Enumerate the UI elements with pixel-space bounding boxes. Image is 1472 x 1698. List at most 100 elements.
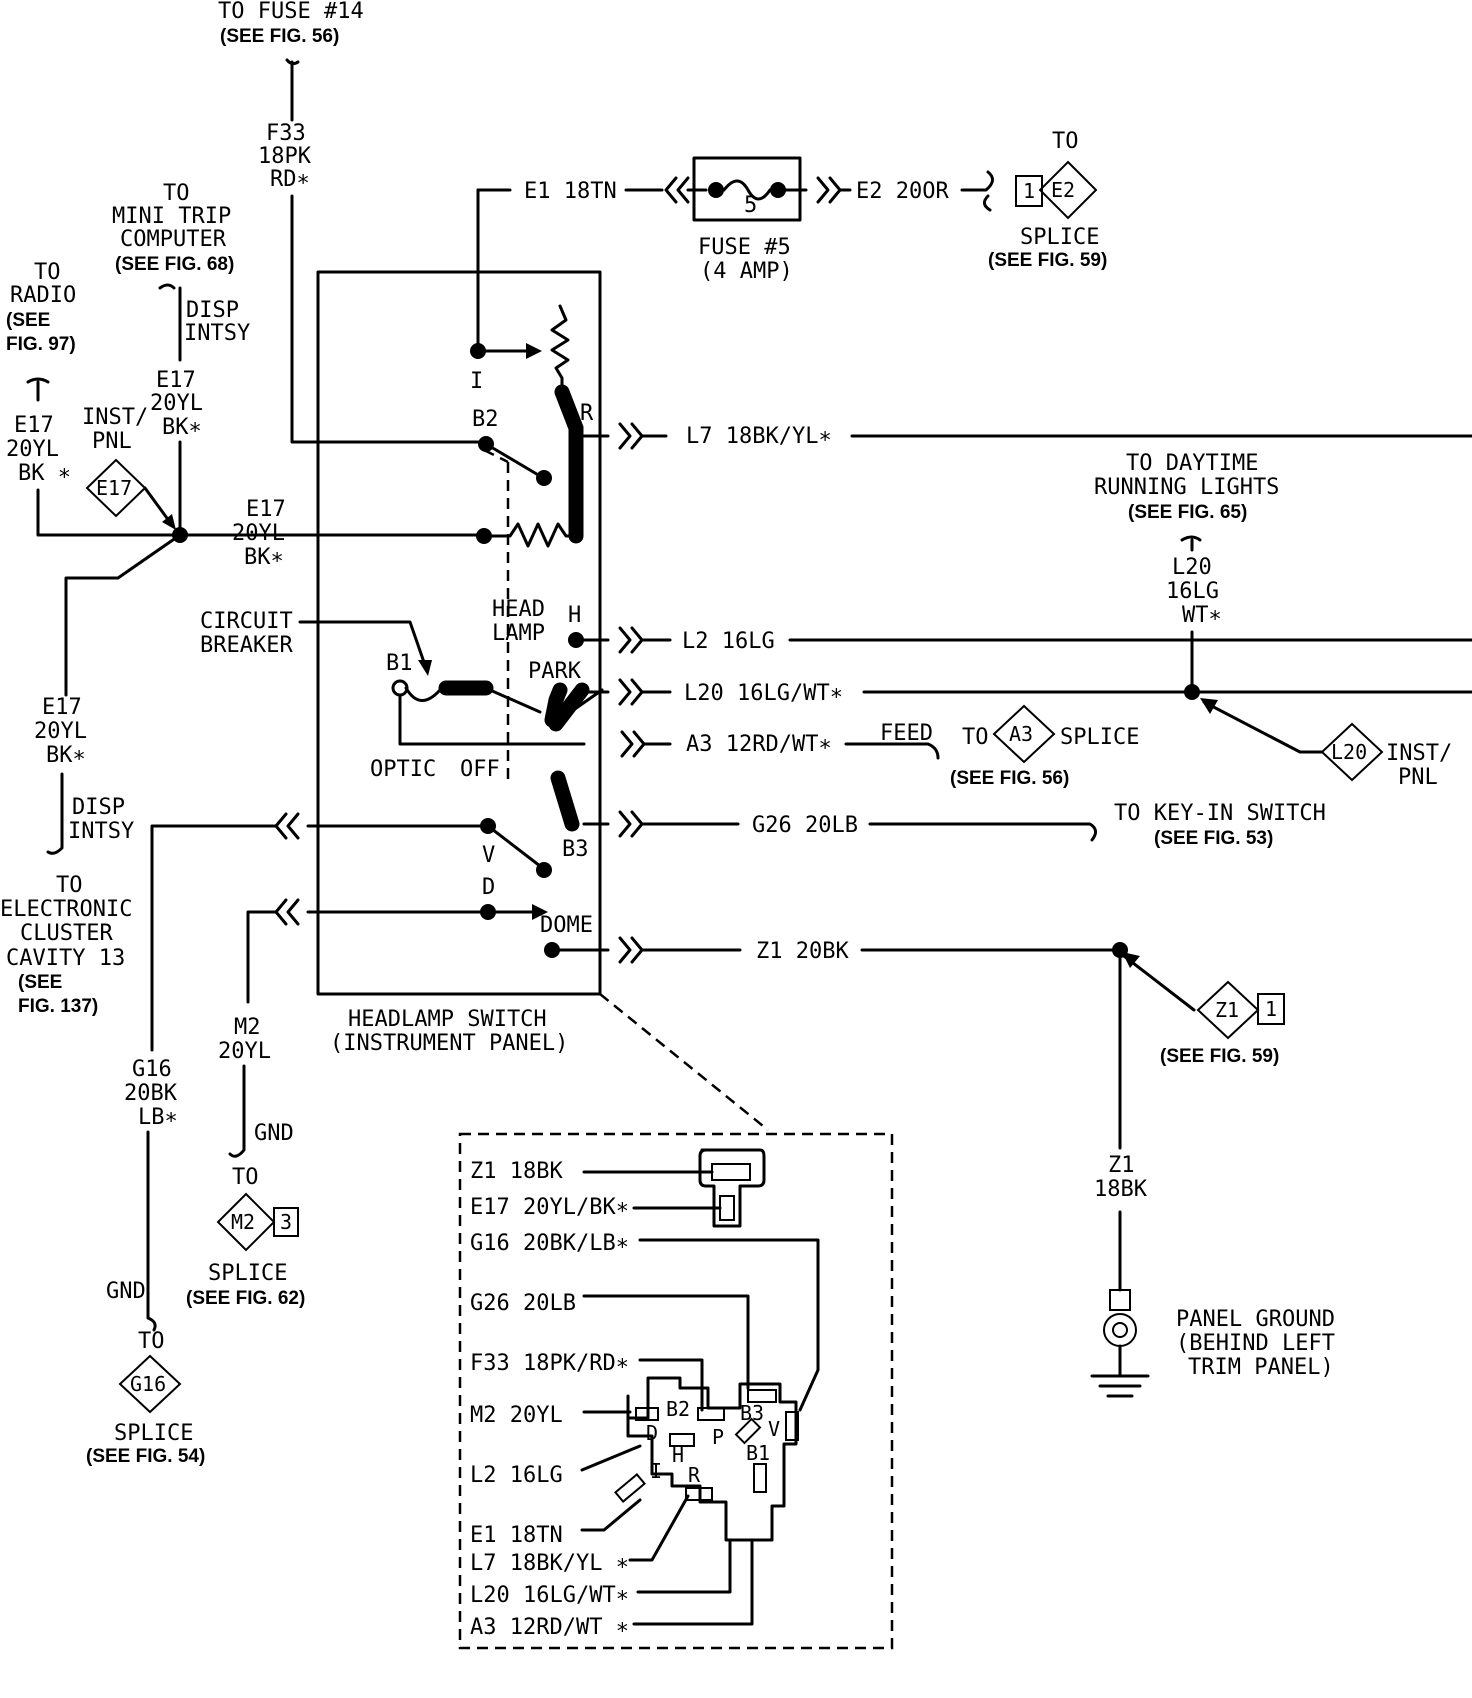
z1-e17-connector (698, 1148, 766, 1228)
inset-v-label: V (768, 1417, 780, 1441)
d-label: D (482, 875, 495, 900)
instpnl-label2: PNL (92, 429, 132, 454)
inset-frame (458, 1132, 894, 1650)
p-cavity (734, 1417, 762, 1445)
b1-label: B1 (386, 651, 413, 676)
splicee2-name: SPLICE (1020, 225, 1099, 250)
park-blade-top (544, 682, 568, 728)
b2-label: B2 (472, 407, 499, 432)
e17-low-color: BK∗ (46, 743, 86, 768)
inset-b2-label: B2 (666, 1397, 690, 1421)
minitrip-connector (158, 283, 182, 362)
ground-eye (1103, 1313, 1137, 1347)
e17-low-disp: DISP (72, 795, 125, 820)
l20pnl-diamond-label: L20 (1331, 740, 1367, 764)
radio-connector (26, 377, 50, 402)
e1-connector (624, 176, 708, 204)
z1-drop-id: Z1 (1108, 1153, 1135, 1178)
inset-a3: A3 12RD/WT ∗ (470, 1615, 629, 1640)
f33-wire (290, 194, 486, 444)
z1-connector-cavity (711, 1163, 751, 1181)
b1-cavity (753, 1463, 767, 1493)
e17-mid-color: BK∗ (244, 545, 284, 570)
g26-wire (640, 822, 1097, 842)
m2-pin: 3 (280, 1210, 292, 1234)
instpnl-label1: INST/ (82, 405, 148, 430)
head-label: HEAD (492, 597, 545, 622)
b2-contact (484, 442, 542, 478)
a3-wire (844, 742, 940, 760)
b3-cavity (747, 1389, 777, 1403)
m2-lower-wire (228, 1064, 246, 1158)
minitrip-fig: (SEE FIG. 68) (115, 254, 234, 275)
inset-callout-line (599, 993, 769, 1131)
i-arrow-head (526, 343, 542, 359)
f33-wire-color: RD∗ (270, 167, 310, 192)
l20pnl-arrow (1200, 698, 1218, 714)
l7-connector (582, 422, 644, 450)
inset-z1: Z1 18BK (470, 1159, 563, 1184)
g16-fig: (SEE FIG. 54) (86, 1446, 205, 1467)
ground-label1: PANEL GROUND (1176, 1307, 1335, 1332)
cluster-to: TO (56, 873, 83, 898)
minitrip-intsy: INTSY (184, 321, 250, 346)
z1-splice-lead (1122, 954, 1196, 1012)
e2-label: E2 20OR (856, 179, 949, 204)
inset-e17: E17 20YL/BK∗ (470, 1195, 629, 1220)
cluster-name2: CLUSTER (20, 921, 113, 946)
z1-splice-arrow (1122, 952, 1140, 968)
headlamp-switch-subtitle: (INSTRUMENT PANEL) (330, 1031, 568, 1056)
ground-label3: TRIM PANEL) (1188, 1355, 1334, 1380)
ground-eye-hole (1112, 1322, 1128, 1338)
inset-l2-lead (580, 1444, 642, 1472)
e17-low-intsy: INTSY (68, 819, 134, 844)
a3-connector (620, 730, 672, 758)
e17-left-id: E17 (14, 413, 54, 438)
z1-pin: 1 (1265, 997, 1277, 1021)
a3-splice-fig: (SEE FIG. 56) (950, 768, 1069, 789)
dome-label: DOME (540, 913, 593, 938)
inset-b1-label: B1 (746, 1441, 770, 1465)
park-blade (548, 682, 590, 732)
e17-left-gauge: 20YL (6, 437, 59, 462)
minitrip-to: TO (163, 181, 190, 206)
fuse5-left (708, 182, 724, 198)
lamp-label: LAMP (492, 621, 545, 646)
e2-connector (776, 176, 852, 204)
fuse5-name: FUSE #5 (698, 235, 791, 260)
drl-wire-id: L20 (1172, 555, 1212, 580)
e17-left-wire (36, 488, 182, 537)
r-blade (554, 384, 584, 544)
inset-i-label: I (650, 1459, 662, 1483)
splicee2-fig: (SEE FIG. 59) (988, 250, 1107, 271)
circuit-label: CIRCUIT (200, 609, 293, 634)
g16-gnd: GND (106, 1279, 146, 1304)
e17-top-id: E17 (156, 368, 196, 393)
m2-diamond (216, 1192, 276, 1252)
inset-g26: G26 20LB (470, 1291, 576, 1316)
headlamp-switch-box (316, 270, 602, 996)
m2-wire-gauge: 20YL (218, 1039, 271, 1064)
e17-low-connector (46, 772, 64, 855)
cb-leader-arrow (418, 660, 432, 676)
g16-wire-color: LB∗ (138, 1105, 178, 1130)
drl-junction (1184, 684, 1200, 700)
r-cavity (685, 1487, 713, 1501)
fuse14-connector (285, 58, 300, 122)
to-fuse14-label: TO FUSE #14 (218, 0, 364, 24)
b2-cavity (697, 1407, 725, 1421)
cluster-cavity: CAVITY 13 (6, 946, 125, 971)
z1-pin-box (1257, 993, 1285, 1025)
switch-linkage (483, 448, 510, 780)
inset-r-label: R (688, 1463, 701, 1487)
inset-g16-lead (638, 1238, 820, 1412)
l2-connector (574, 626, 672, 654)
ground-lug (1109, 1289, 1131, 1311)
z1-diamond (1196, 980, 1260, 1040)
inset-f33: F33 18PK/RD∗ (470, 1351, 629, 1376)
e17-top-color: BK∗ (162, 415, 202, 440)
inset-l20: L20 16LG/WT∗ (470, 1583, 629, 1608)
v-arm (486, 824, 542, 868)
m2-wire (246, 898, 490, 1004)
